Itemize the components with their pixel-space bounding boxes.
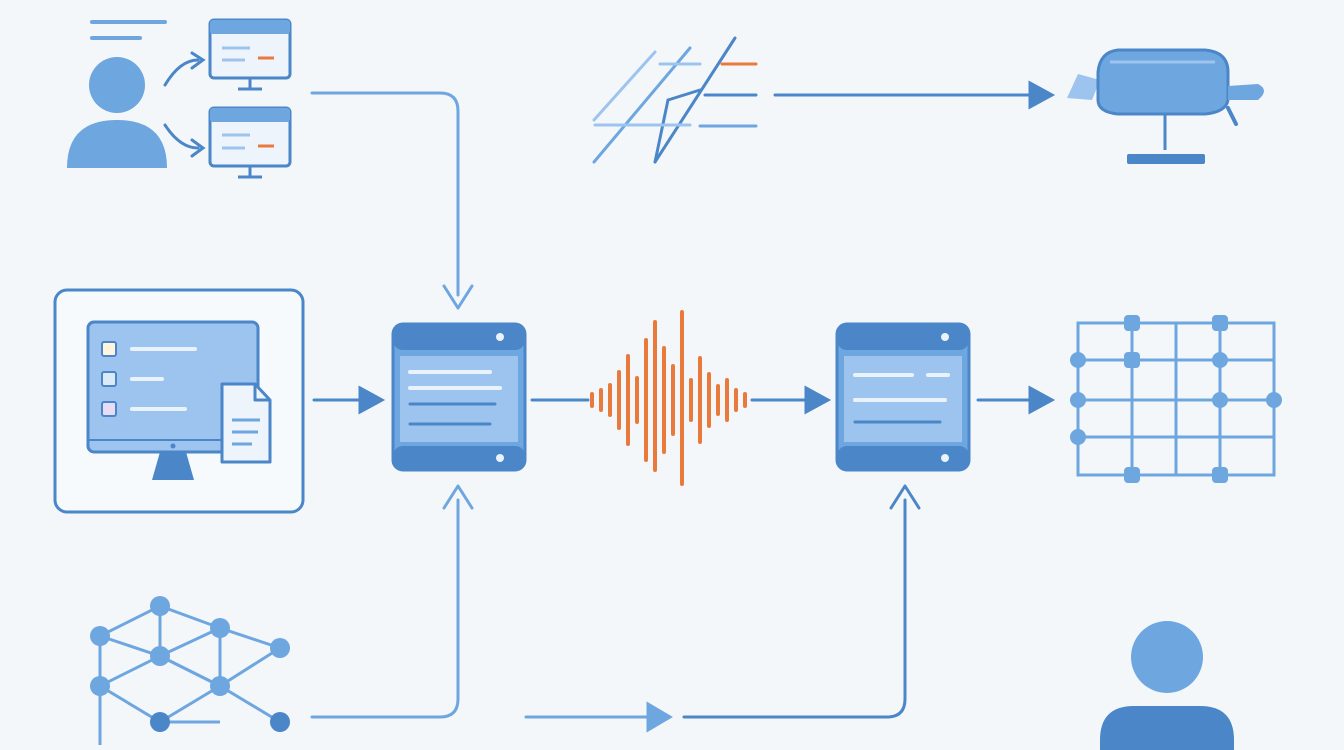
document-icon [220, 382, 272, 464]
arrowhead-mesh-to-server-left [442, 484, 474, 510]
grid-network-icon [1070, 315, 1282, 483]
mesh-network-icon [90, 596, 290, 745]
headset-device-icon [1067, 48, 1264, 164]
user-sharing-screens-icon [67, 18, 292, 179]
monitor-icon-lower [208, 106, 292, 179]
connector-bottom-right-riser [682, 498, 907, 719]
server-right-icon [835, 322, 971, 472]
arrowhead-server-to-grid [1028, 385, 1056, 415]
arrowhead-riser-to-server-right [889, 484, 921, 510]
arrowhead-desktop-to-server [358, 385, 386, 415]
waveform-icon [590, 310, 747, 486]
desktop-document-icon [53, 288, 305, 514]
arrowhead-wave-to-server-right [804, 385, 832, 415]
arrowhead-mesh-mid [646, 701, 673, 733]
arrowhead-users-to-server [442, 284, 474, 310]
signal-lines-icon [592, 36, 758, 164]
person-icon [1100, 621, 1234, 750]
server-left-icon [391, 322, 527, 472]
arrowhead-signal-to-headset [1028, 80, 1056, 110]
connector-mesh-to-server-left [310, 498, 460, 719]
connector-users-to-server [310, 91, 460, 297]
monitor-icon-upper [208, 18, 292, 91]
